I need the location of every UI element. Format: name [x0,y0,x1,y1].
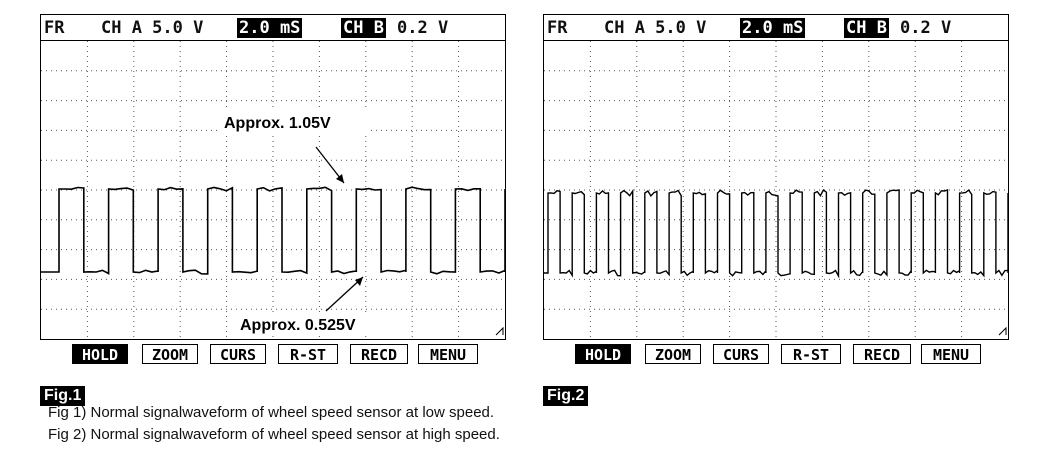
high-level-annotation: Approx. 1.05V [224,115,331,132]
caption-fig1: Fig 1) Normal signalwaveform of wheel sp… [48,404,495,421]
scope-screen: FR CH A 5.0 V 2.0 mS CH B 0.2 V [543,14,1009,340]
corner-mark [998,326,1007,336]
figure-label: Fig.1 [40,386,86,406]
menu-button[interactable]: MENU [418,344,478,364]
fr-label: FR [547,18,568,38]
channel-a-label: CH A 5.0 V [101,18,204,38]
scope-header: FR CH A 5.0 V 2.0 mS CH B 0.2 V [41,15,505,41]
zoom-button[interactable]: ZOOM [645,344,701,364]
timebase-label: 2.0 mS [740,18,806,38]
waveform-plot: Approx. 1.05V Approx. 0.525V [41,41,505,339]
channel-b-scale: 0.2 V [900,18,952,38]
scope-panel-fig1: FR CH A 5.0 V 2.0 mS CH B 0.2 V Approx. … [40,14,506,406]
r-st-button[interactable]: R-ST [278,344,338,364]
corner-mark [495,326,504,336]
r-st-button[interactable]: R-ST [781,344,841,364]
timebase-label: 2.0 mS [237,18,303,38]
channel-b-label: CH B [844,18,889,38]
scope-panel-fig2: FR CH A 5.0 V 2.0 mS CH B 0.2 V HOLD ZOO… [543,14,1009,406]
square-waveform [41,186,505,275]
square-waveform [544,188,1008,279]
low-level-arrow [325,276,364,312]
low-level-arrowhead [355,277,363,286]
hold-button[interactable]: HOLD [72,344,128,364]
figure-label: Fig.2 [543,386,589,406]
channel-a-label: CH A 5.0 V [604,18,707,38]
scope-header: FR CH A 5.0 V 2.0 mS CH B 0.2 V [544,15,1008,41]
scope-menu: HOLD ZOOM CURS R-ST RECD MENU [40,344,506,366]
curs-button[interactable]: CURS [713,344,769,364]
grid [544,41,1008,339]
zoom-button[interactable]: ZOOM [142,344,198,364]
low-level-annotation: Approx. 0.525V [240,317,356,334]
hold-button[interactable]: HOLD [575,344,631,364]
fr-label: FR [44,18,65,38]
recd-button[interactable]: RECD [853,344,911,364]
waveform-plot [544,41,1008,339]
recd-button[interactable]: RECD [350,344,408,364]
menu-button[interactable]: MENU [921,344,981,364]
scope-menu: HOLD ZOOM CURS R-ST RECD MENU [543,344,1009,366]
curs-button[interactable]: CURS [210,344,266,364]
channel-b-scale: 0.2 V [397,18,449,38]
channel-b-label: CH B [341,18,386,38]
high-level-arrowhead [336,174,344,183]
caption-fig2: Fig 2) Normal signalwaveform of wheel sp… [48,426,500,443]
scope-screen: FR CH A 5.0 V 2.0 mS CH B 0.2 V Approx. … [40,14,506,340]
